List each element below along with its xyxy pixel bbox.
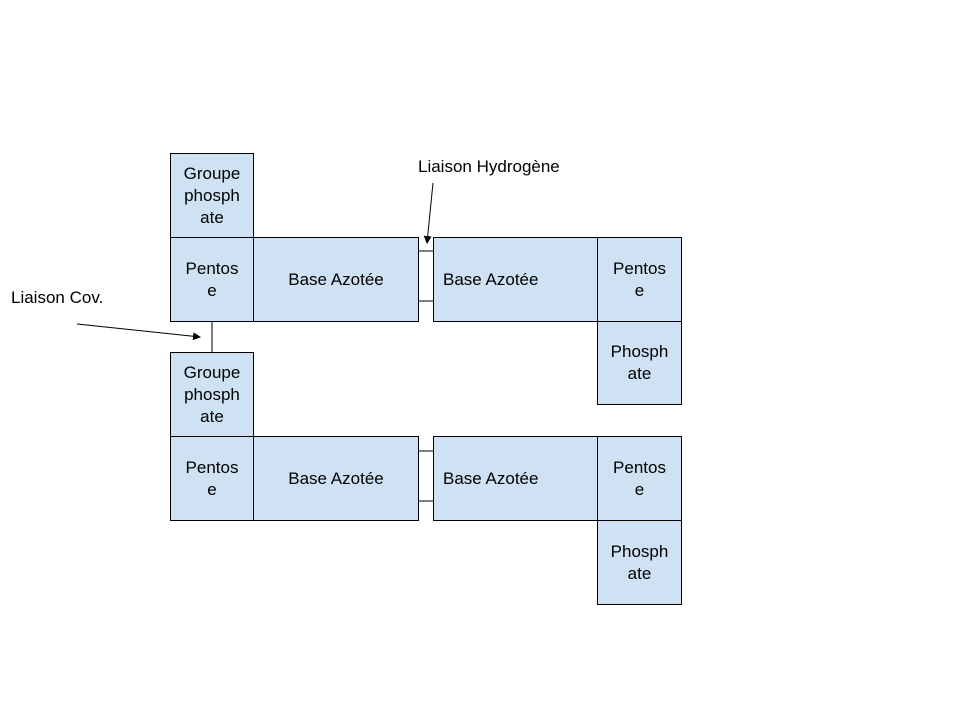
hydrogen-bond-arrow: [423, 182, 434, 244]
covalent-bond-label: Liaison Cov.: [11, 288, 104, 307]
top-left-pentose-box: Pentos e: [170, 237, 254, 322]
covalent-bond-arrow: [76, 323, 201, 341]
top-right-base-box: Base Azotée: [433, 237, 598, 322]
top-left-phosphate-box: Groupe phosph ate: [170, 153, 254, 238]
top-left-base-box: Base Azotée: [253, 237, 419, 322]
hydrogen-bond-label: Liaison Hydrogène: [418, 157, 560, 176]
bottom-left-pentose-box: Pentos e: [170, 436, 254, 521]
bottom-left-phosphate-box: Groupe phosph ate: [170, 352, 254, 437]
bottom-right-pentose-box: Pentos e: [597, 436, 682, 521]
bottom-right-base-box: Base Azotée: [433, 436, 598, 521]
bottom-right-phosphate-box: Phosph ate: [597, 520, 682, 605]
top-right-phosphate-box: Phosph ate: [597, 321, 682, 405]
top-right-pentose-box: Pentos e: [597, 237, 682, 322]
bottom-left-base-box: Base Azotée: [253, 436, 419, 521]
